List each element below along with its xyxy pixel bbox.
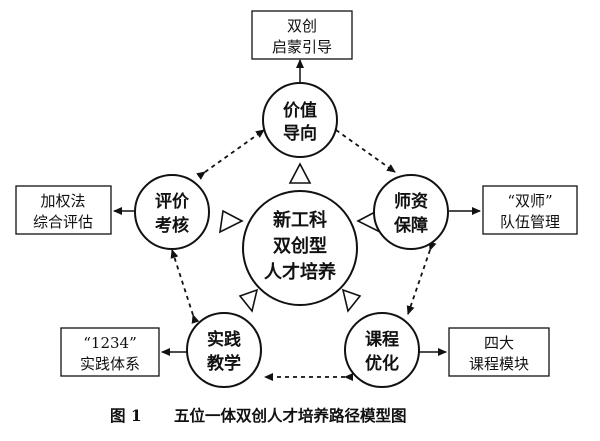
center-label-line-2: 双创型	[273, 235, 327, 257]
caption-figure-number: 图 1	[110, 406, 142, 425]
caption-title: 五位一体双创人才培养路径模型图	[174, 406, 407, 425]
triangle-course-pointer	[341, 288, 362, 313]
node-practice-teaching-line-2: 教学	[206, 353, 241, 374]
node-evaluation-assessment-line-1: 评价	[155, 192, 190, 212]
center-node: 新工科 双创型 人才培养	[242, 190, 358, 306]
triangle-practice-pointer	[238, 288, 259, 313]
center-label-line-1: 新工科	[273, 209, 327, 231]
box-evaluation-assessment: 加权法 综合评估	[15, 185, 112, 235]
node-evaluation-assessment-line-2: 考核	[154, 215, 189, 236]
triangle-evaluation-pointer	[218, 209, 244, 234]
connector-practice-evaluation	[170, 249, 200, 324]
node-faculty-support-line-1: 师资	[394, 191, 428, 212]
box-evaluation-assessment-line-2: 综合评估	[33, 213, 93, 231]
node-faculty-support-line-2: 保障	[393, 215, 428, 236]
box-practice-teaching: “1234” 实践体系	[60, 327, 160, 377]
center-label-line-3: 人才培养	[264, 261, 337, 283]
box-faculty-support-line-1: “双师”	[507, 192, 552, 210]
box-faculty-support-line-2: 队伍管理	[500, 213, 560, 231]
node-value-guidance: 价值 导向	[262, 82, 338, 158]
box-value-guidance-line-1: 双创	[287, 17, 317, 35]
box-evaluation-assessment-line-1: 加权法	[40, 192, 85, 210]
node-value-guidance-line-2: 导向	[283, 123, 317, 144]
box-course-optimization-line-1: 四大	[484, 334, 514, 352]
figure-caption: 图 1 五位一体双创人才培养路径模型图	[110, 406, 407, 425]
node-course-optimization-line-2: 优化	[365, 353, 399, 374]
box-course-optimization-line-2: 课程模块	[469, 355, 529, 373]
connector-evaluation-value	[196, 129, 265, 180]
triangle-value-pointer	[288, 162, 312, 184]
node-course-optimization-line-1: 课程	[365, 330, 399, 350]
box-faculty-support: “双师” 队伍管理	[482, 185, 578, 235]
connector-faculty-course	[406, 241, 437, 315]
box-value-guidance: 双创 启蒙引导	[251, 10, 353, 60]
box-practice-teaching-line-1: “1234”	[83, 334, 137, 352]
box-practice-teaching-line-2: 实践体系	[80, 355, 140, 373]
node-evaluation-assessment: 评价 考核	[134, 174, 210, 250]
node-faculty-support: 师资 保障	[373, 174, 449, 250]
node-course-optimization: 课程 优化	[344, 312, 420, 388]
box-course-optimization: 四大 课程模块	[448, 327, 550, 377]
connector-value-faculty	[327, 122, 396, 173]
node-practice-teaching-line-1: 实践	[207, 329, 241, 350]
node-practice-teaching: 实践 教学	[186, 312, 262, 388]
box-value-guidance-line-2: 启蒙引导	[272, 38, 332, 56]
node-value-guidance-line-1: 价值	[283, 100, 317, 121]
